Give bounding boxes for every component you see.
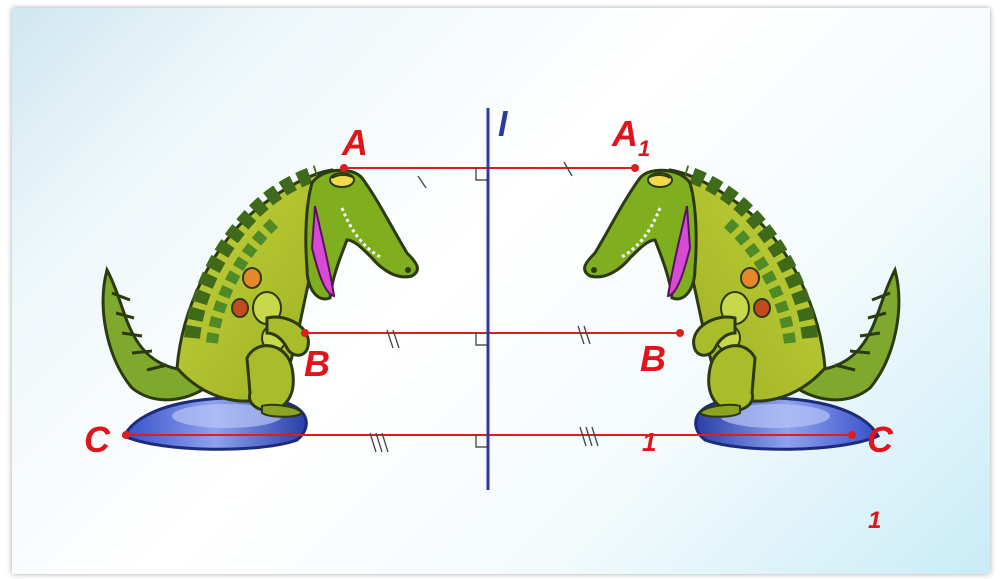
label-B-left: B bbox=[304, 343, 330, 384]
crocodile-left bbox=[103, 170, 417, 449]
point-A bbox=[340, 164, 348, 172]
right-angle-marks bbox=[475, 168, 488, 448]
page-number: 1 bbox=[868, 507, 881, 534]
label-A1-base: A bbox=[611, 113, 638, 154]
label-C-right: C bbox=[867, 419, 894, 460]
label-B-right: B bbox=[640, 338, 666, 379]
points bbox=[122, 164, 856, 439]
axis-label: l bbox=[498, 106, 509, 144]
crocodile-right bbox=[585, 170, 899, 449]
symmetry-diagram: l A A1 B B C C 1 1 bbox=[84, 106, 990, 534]
slide: l A A1 B B C C 1 1 bbox=[12, 8, 990, 574]
point-C-left bbox=[122, 431, 130, 439]
label-A1: A1 bbox=[611, 113, 650, 161]
label-A: A bbox=[341, 122, 368, 163]
stray-label-1: 1 bbox=[642, 427, 656, 457]
point-B-left bbox=[301, 329, 309, 337]
point-B-right bbox=[676, 329, 684, 337]
point-A1 bbox=[631, 164, 639, 172]
equal-tick-marks bbox=[369, 161, 599, 453]
label-A1-subscript: 1 bbox=[638, 136, 650, 161]
label-C-left: C bbox=[84, 419, 111, 460]
point-C-right bbox=[848, 431, 856, 439]
